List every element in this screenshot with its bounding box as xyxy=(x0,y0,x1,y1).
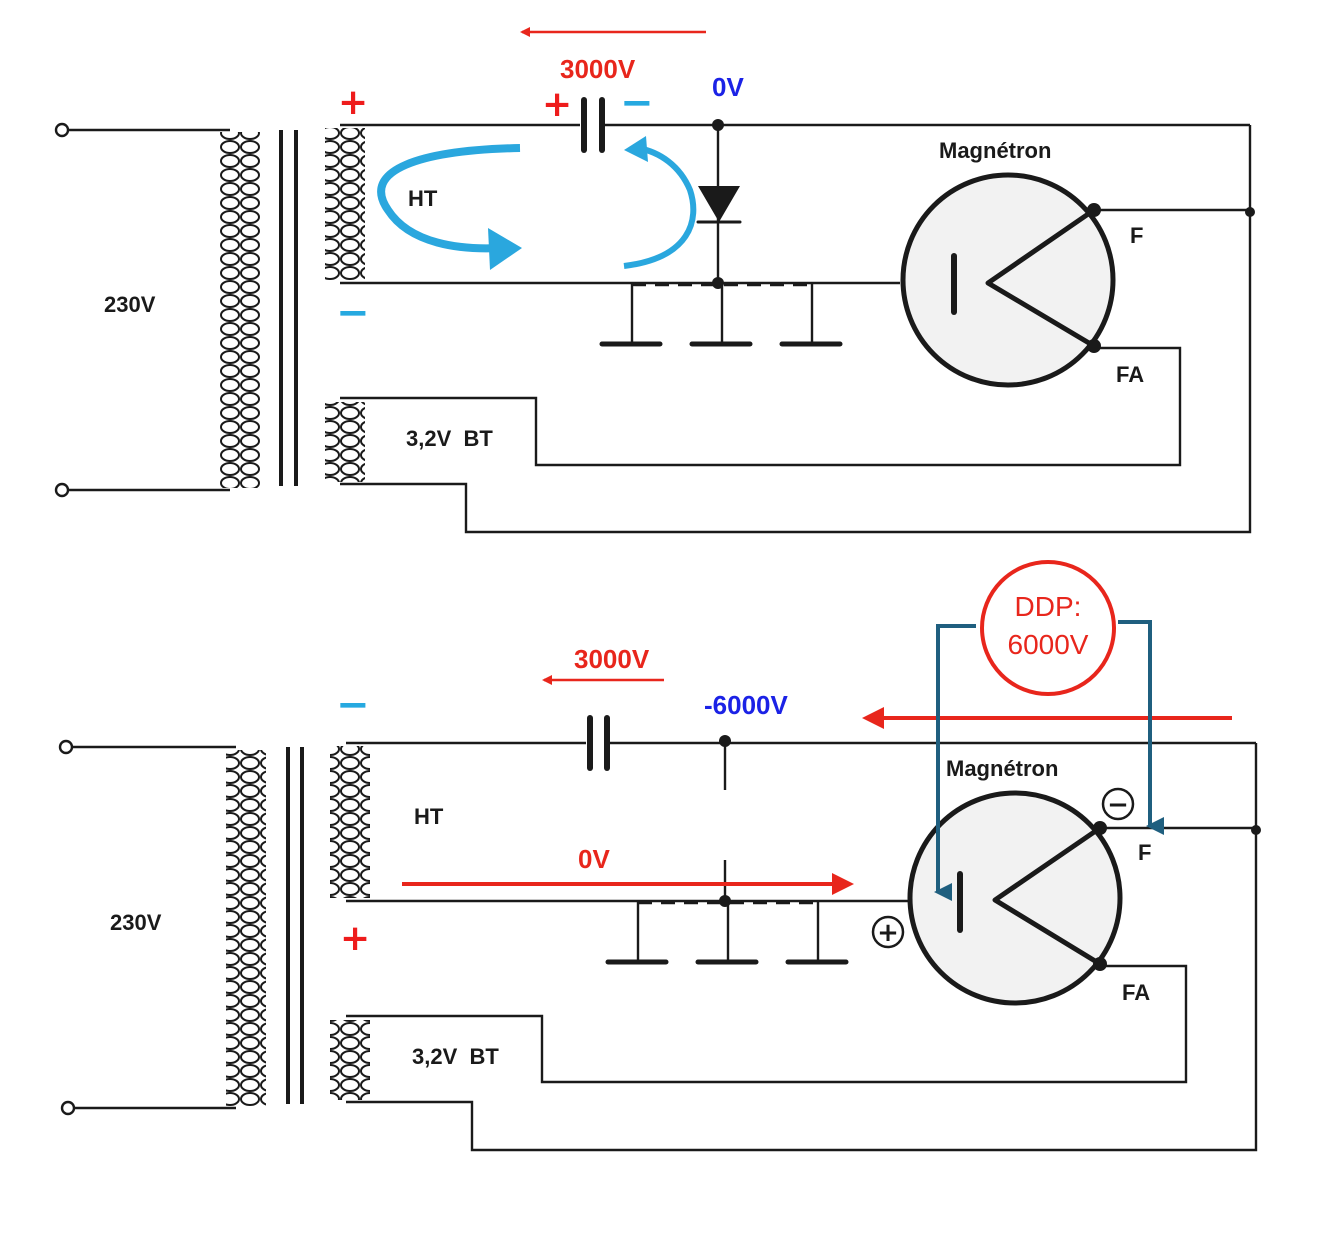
top-node-voltage: 0V xyxy=(712,72,744,102)
bottom-bt-label: 3,2V BT xyxy=(412,1044,499,1069)
ddp-bubble xyxy=(980,560,1116,696)
cathode-minus-badge: − xyxy=(1101,787,1135,821)
bottom-primary-terminal-2 xyxy=(60,1100,76,1116)
top-ht-label: HT xyxy=(408,186,438,211)
top-primary-voltage: 230V xyxy=(104,292,156,317)
bottom-primary-coil xyxy=(226,750,266,1106)
ddp-line-1: DDP: xyxy=(1015,591,1082,622)
top-fa-label: FA xyxy=(1116,362,1144,387)
top-ht-plus-sign: + xyxy=(338,82,368,123)
bottom-primary-terminal-1 xyxy=(58,739,74,755)
bottom-f-label: F xyxy=(1138,840,1151,865)
bottom-bt-coil xyxy=(330,1020,370,1100)
ddp-lead-right xyxy=(1118,620,1164,835)
bottom-primary-voltage: 230V xyxy=(110,910,162,935)
top-cyan-return-arrow xyxy=(623,145,697,269)
top-ht-minus-sign: − xyxy=(336,290,370,336)
top-capacitor-voltage: 3000V xyxy=(560,54,636,84)
bottom-capacitor-voltage: 3000V xyxy=(574,644,650,674)
bottom-ground-voltage: 0V xyxy=(578,844,610,874)
bottom-ht-coil xyxy=(330,746,370,898)
top-cyan-loop-arrow xyxy=(377,144,521,253)
top-magnetron xyxy=(900,172,1116,388)
bottom-capacitor xyxy=(587,715,610,771)
anode-plus-badge: + xyxy=(871,915,905,949)
top-cap-minus-sign: − xyxy=(620,80,654,126)
top-ground-symbols xyxy=(599,283,843,347)
top-circuit: 230V HT 3,2V BT Magnétron F FA 3000V 0V … xyxy=(54,27,1255,534)
svg-text:−: − xyxy=(1107,790,1129,820)
top-primary-terminal-1 xyxy=(54,122,70,138)
top-ht-coil xyxy=(325,128,365,280)
top-magnetron-label: Magnétron xyxy=(939,138,1051,163)
bottom-ht-label: HT xyxy=(414,804,444,829)
svg-text:+: + xyxy=(877,918,899,948)
top-bt-label: 3,2V BT xyxy=(406,426,493,451)
top-primary-terminal-2 xyxy=(54,482,70,498)
ddp-line-2: 6000V xyxy=(1008,629,1089,660)
bottom-ht-minus-sign: − xyxy=(336,682,370,728)
bottom-magnetron-label: Magnétron xyxy=(946,756,1058,781)
top-diode xyxy=(696,125,742,283)
top-f-label: F xyxy=(1130,223,1143,248)
ddp-lead-left xyxy=(934,624,976,901)
bottom-ground-symbols xyxy=(605,901,849,965)
bottom-node-voltage: -6000V xyxy=(704,690,788,720)
bottom-magnetron xyxy=(907,790,1123,1006)
bottom-fa-label: FA xyxy=(1122,980,1150,1005)
bottom-circuit: 230V HT 3,2V BT Magnétron F FA 3000V -60… xyxy=(58,560,1261,1152)
top-primary-coil xyxy=(220,132,260,488)
top-capacitor xyxy=(581,97,605,153)
top-bt-coil xyxy=(325,402,365,482)
bottom-ht-plus-sign: + xyxy=(340,918,370,959)
top-cap-plus-sign: + xyxy=(542,84,572,125)
